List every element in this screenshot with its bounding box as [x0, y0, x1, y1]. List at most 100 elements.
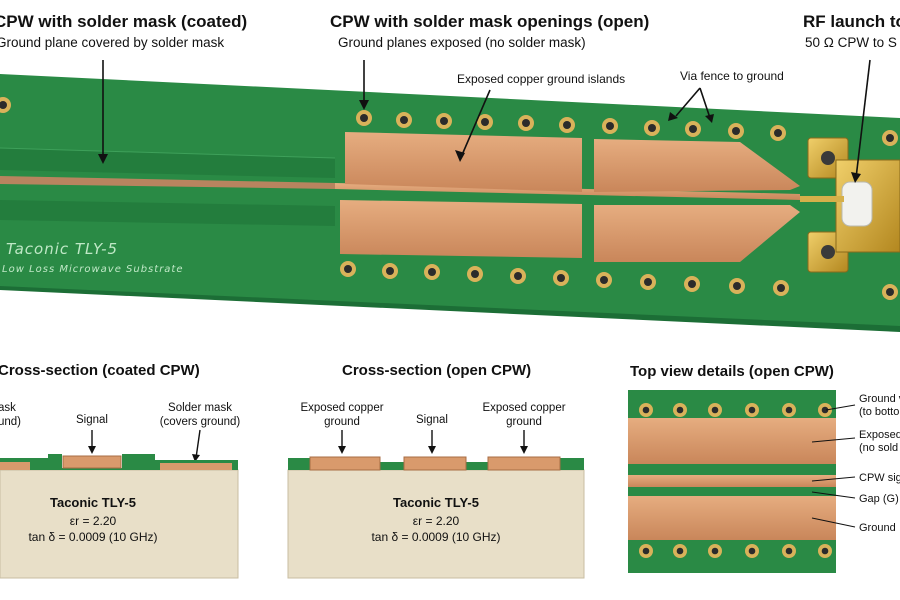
- via: [729, 278, 745, 294]
- arrowhead: [851, 172, 861, 183]
- top-view-vias-upper: [639, 403, 832, 417]
- via: [356, 110, 372, 126]
- cross-section-open: Cross-section (open CPW) Exposed copper …: [287, 362, 585, 579]
- board-surface: [0, 74, 900, 326]
- top-view-leaders: [811, 404, 856, 528]
- arrowhead: [98, 154, 108, 164]
- via: [818, 403, 832, 417]
- via: [382, 263, 398, 279]
- arrow-via-fence-2: [699, 87, 711, 119]
- via: [708, 403, 722, 417]
- callout-arrows: [98, 59, 871, 183]
- cross-coated-substrate: [0, 469, 239, 579]
- arrowhead: [705, 114, 714, 123]
- coated-ground-lower: [0, 200, 335, 226]
- via: [882, 284, 898, 300]
- cross-open-right-label-2: ground: [506, 416, 542, 428]
- via: [639, 544, 653, 558]
- top-view-label-1: Ground v: [859, 393, 900, 405]
- cross-open-tand: tan δ = 0.0009 (10 GHz): [371, 530, 500, 544]
- via: [685, 121, 701, 137]
- board-substrate-desc: Low Loss Microwave Substrate: [2, 264, 184, 275]
- cross-section-coated: Cross-section (coated CPW) ask und) Sign…: [0, 362, 240, 579]
- via: [773, 280, 789, 296]
- via: [882, 130, 898, 146]
- arrowhead: [455, 150, 465, 162]
- cross-open-left-label-2: ground: [324, 416, 360, 428]
- via: [510, 268, 526, 284]
- cross-open-signal-label: Signal: [416, 414, 448, 426]
- cross-open-mask-gap-left: [380, 462, 404, 470]
- via: [728, 123, 744, 139]
- copper-island-upper-2: [594, 139, 800, 192]
- via: [424, 264, 440, 280]
- top-view-label-4: Gap (G): [859, 493, 899, 505]
- via-fence-lower: [340, 261, 898, 300]
- top-view-signal: [628, 475, 836, 487]
- via: [639, 403, 653, 417]
- via: [673, 544, 687, 558]
- via: [518, 115, 534, 131]
- via: [745, 544, 759, 558]
- via-fence-upper: [0, 97, 898, 146]
- copper-island-lower-1: [340, 200, 582, 258]
- via: [396, 112, 412, 128]
- via: [770, 125, 786, 141]
- coated-signal-trace: [0, 176, 335, 189]
- via: [467, 266, 483, 282]
- top-view-label-2: Exposed: [859, 429, 900, 441]
- cross-coated-title: Cross-section (coated CPW): [0, 362, 200, 379]
- via: [673, 403, 687, 417]
- cross-coated-left-label: ask: [0, 402, 16, 414]
- top-view-details: Top view details (open CPW): [628, 363, 900, 573]
- cross-coated-signal-label: Signal: [76, 414, 108, 426]
- via: [640, 274, 656, 290]
- arrow-launch: [855, 59, 871, 179]
- via: [782, 403, 796, 417]
- board-substrate-name: Taconic TLY-5: [6, 240, 118, 258]
- top-view-label-2b: (no sold: [859, 442, 898, 454]
- cross-open-signal: [403, 456, 467, 471]
- arrowhead: [359, 100, 369, 110]
- via: [436, 113, 452, 129]
- cross-coated-ground-left: [0, 462, 30, 470]
- cross-open-mask-gap-right: [466, 462, 488, 470]
- top-view-ground-upper: [628, 418, 836, 464]
- cross-coated-signal: [62, 455, 122, 469]
- cross-coated-er: εr = 2.20: [70, 514, 117, 528]
- via: [0, 97, 11, 113]
- top-view-label-3: CPW sig: [859, 472, 900, 484]
- via: [602, 118, 618, 134]
- pcb-board: Taconic TLY-5 Low Loss Microwave Substra…: [0, 74, 900, 332]
- coated-ground-edge: [0, 147, 336, 159]
- cross-open-left-label: Exposed copper: [300, 402, 383, 414]
- via: [818, 544, 832, 558]
- launch-section-subtitle: 50 Ω CPW to S: [805, 35, 897, 50]
- top-view-label-1b: (to botto: [859, 406, 899, 418]
- launch-section-title: RF launch to: [803, 12, 900, 31]
- rf-connector: [800, 137, 900, 273]
- callout-via-fence: Via fence to ground: [680, 69, 784, 83]
- cross-open-material: Taconic TLY-5: [393, 495, 479, 510]
- via: [596, 272, 612, 288]
- via: [340, 261, 356, 277]
- cross-coated-left-label-2: und): [0, 416, 21, 428]
- callout-copper-islands: Exposed copper ground islands: [457, 72, 625, 86]
- cross-open-mask-right: [560, 458, 584, 470]
- cross-open-substrate: [287, 469, 585, 579]
- copper-island-upper-1: [345, 132, 582, 192]
- top-view-vias-lower: [639, 544, 832, 558]
- cross-open-er: εr = 2.20: [413, 514, 460, 528]
- via: [477, 114, 493, 130]
- cross-coated-right-label: Solder mask: [168, 402, 232, 414]
- via: [782, 544, 796, 558]
- via: [684, 276, 700, 292]
- arrowhead: [668, 112, 678, 121]
- cross-open-ground-right: [487, 456, 561, 471]
- arrow-via-fence-1: [675, 87, 701, 117]
- via: [644, 120, 660, 136]
- cross-coated-material: Taconic TLY-5: [50, 495, 136, 510]
- via: [708, 544, 722, 558]
- top-view-ground-lower: [628, 496, 836, 540]
